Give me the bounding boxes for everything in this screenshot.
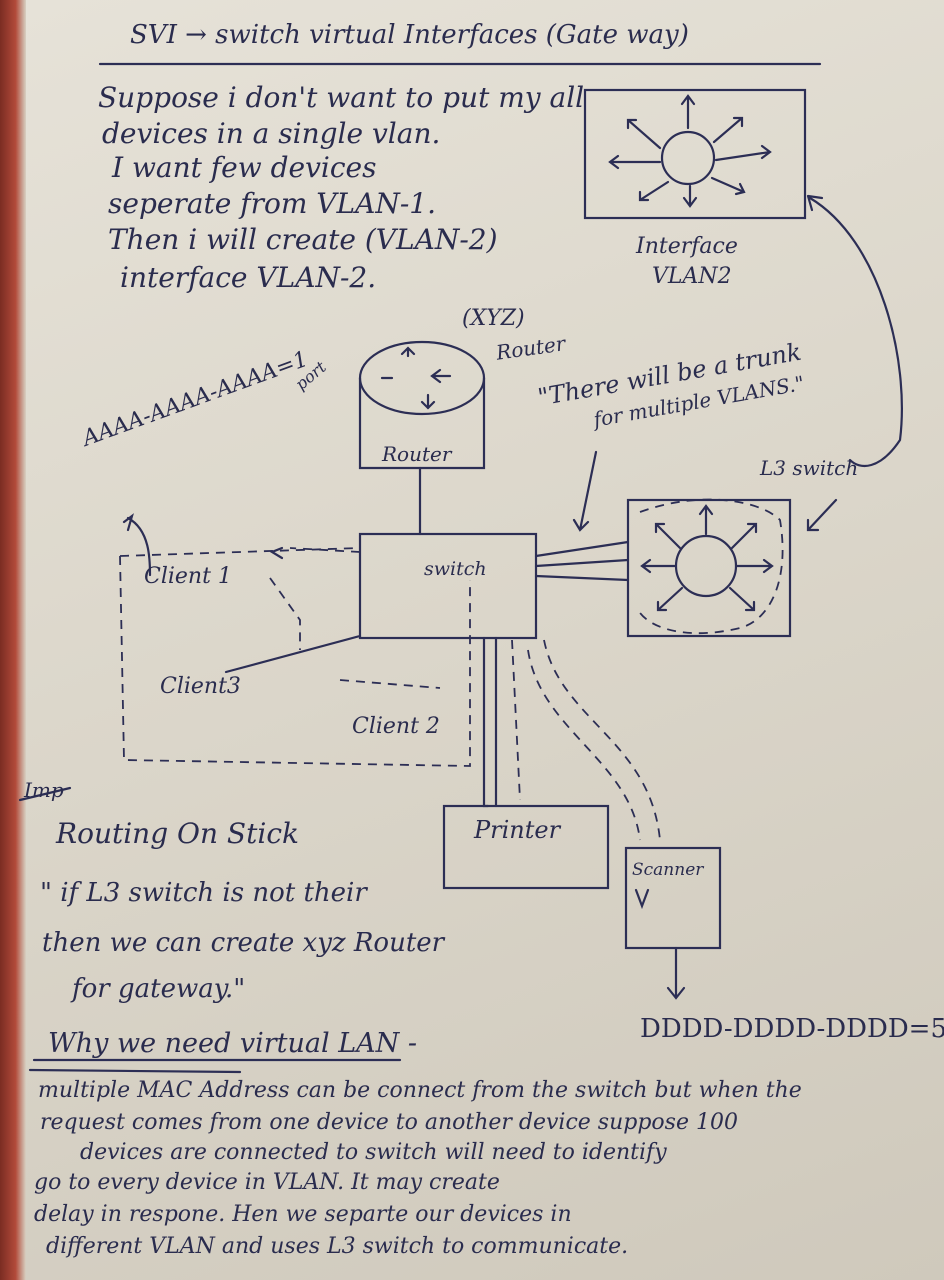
why-title: Why we need virtual LAN -: [48, 1028, 417, 1059]
printer-label: Printer: [474, 816, 561, 844]
switch-printer-link: [482, 636, 498, 808]
trunk-arrow: [572, 450, 598, 532]
why-line-4: go to every device in VLAN. It may creat…: [34, 1170, 500, 1195]
routing-line-2: then we can create xyz Router: [42, 928, 445, 958]
intro-line-3: I want few devices: [112, 151, 377, 184]
client1-label: Client 1: [144, 564, 232, 589]
l3-interface-curve: [808, 196, 903, 468]
interface-vlan2-icon: [583, 88, 807, 220]
why-line-6: different VLAN and uses L3 switch to com…: [46, 1234, 629, 1259]
why-line-1: multiple MAC Address can be connect from…: [38, 1078, 802, 1103]
client3-label: Client3: [160, 674, 241, 699]
switch-label: switch: [424, 558, 487, 580]
why-line-5: delay in respone. Hen we separte our dev…: [34, 1202, 572, 1227]
intro-line-4: seperate from VLAN-1.: [108, 187, 437, 220]
router-box-label: Router: [382, 442, 452, 466]
why-line-3: devices are connected to switch will nee…: [80, 1140, 667, 1165]
l3-switch-label: L3 switch: [760, 456, 859, 480]
routing-line-1: " if L3 switch is not their: [40, 878, 367, 908]
scanner-label: Scanner: [632, 860, 704, 880]
xyz-label: (XYZ): [462, 306, 525, 331]
imp-label: Imp: [24, 778, 64, 802]
mac-label-2: DDDD-DDDD-DDDD=5: [640, 1014, 944, 1044]
intro-line-5: Then i will create (VLAN-2): [108, 223, 498, 256]
routing-title: Routing On Stick: [56, 817, 299, 850]
routing-line-3: for gateway.": [72, 974, 246, 1004]
notebook-binding: [0, 0, 26, 1280]
trunk-lines: [534, 540, 630, 582]
l3-switch-arrow: [806, 498, 838, 532]
scanner-arrow: [666, 946, 686, 1000]
imp-underline: [18, 786, 72, 802]
intro-line-6: interface VLAN-2.: [120, 261, 377, 294]
note-heading: SVI → switch virtual Interfaces (Gate wa…: [130, 20, 689, 50]
intro-line-1: Suppose i don't want to put my all: [98, 81, 585, 114]
client2-label: Client 2: [352, 714, 440, 739]
l3-switch-icon: [626, 498, 792, 638]
scanner-path: [543, 639, 661, 841]
interface-label-1: Interface: [636, 234, 738, 259]
switch-icon: [358, 532, 538, 640]
client3-link: [224, 634, 362, 674]
printer-icon: [442, 804, 610, 890]
why-line-2: request comes from one device to another…: [40, 1110, 738, 1135]
router-icon: [358, 340, 486, 470]
client1-arrow: [122, 513, 152, 577]
scanner-icon: [624, 846, 722, 950]
intro-line-2: devices in a single vlan.: [102, 117, 441, 150]
interface-label-2: VLAN2: [652, 264, 732, 289]
